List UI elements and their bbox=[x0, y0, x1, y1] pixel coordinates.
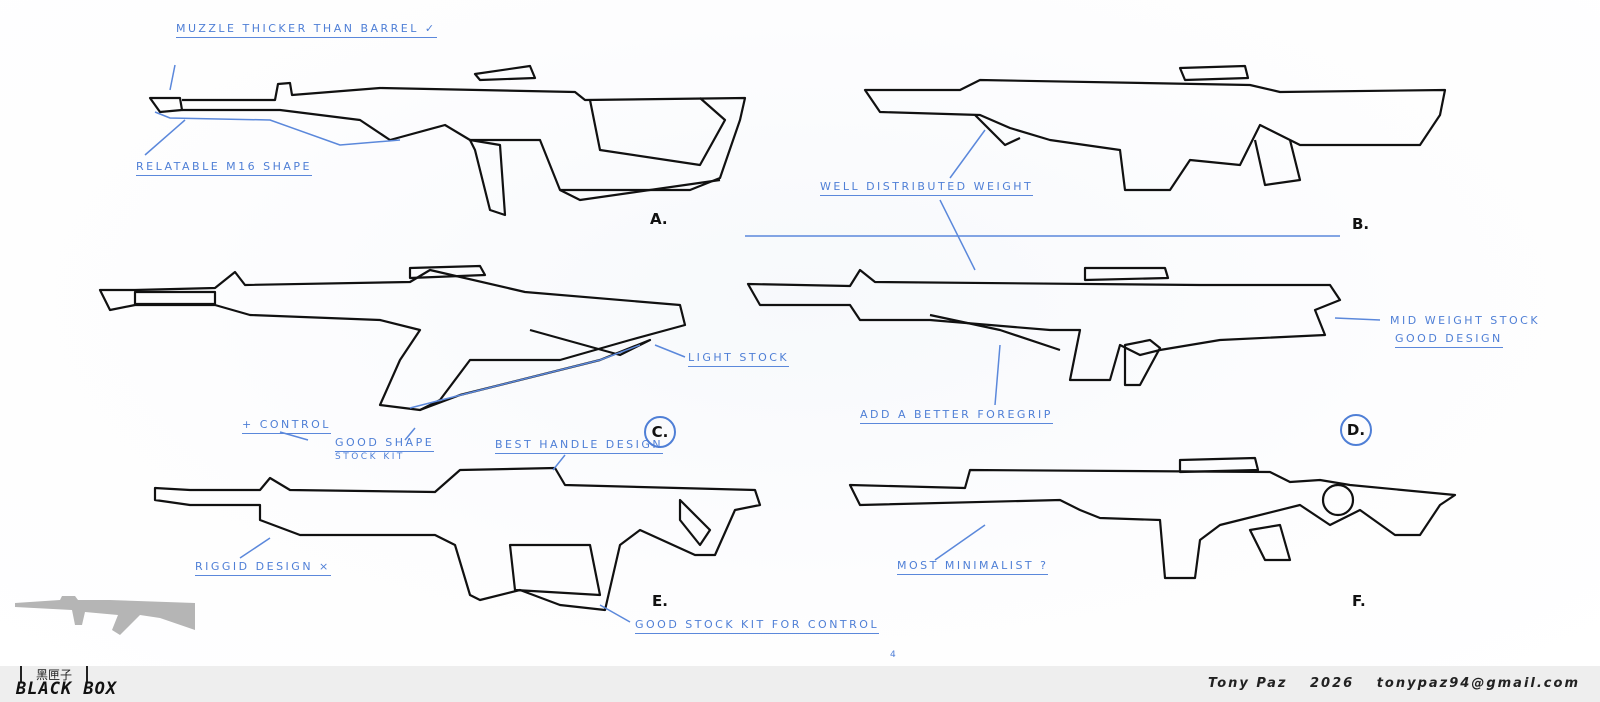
design-label-e: E. bbox=[652, 592, 668, 610]
note-c-control: + Control bbox=[242, 418, 331, 434]
note-d-stock: Mid weight stock bbox=[1390, 314, 1541, 327]
weapon-sketch-d bbox=[746, 266, 1342, 387]
note-f-minimalist: Most minimalist ? bbox=[897, 559, 1049, 575]
page-number: 4 bbox=[890, 650, 896, 660]
footer-bar: 黑匣子 BLACK BOX Tony Paz 2026 tonypaz94@gm… bbox=[0, 666, 1600, 702]
design-label-d: D. bbox=[1340, 414, 1372, 446]
note-a-muzzle: Muzzle thicker than barrel ✓ bbox=[176, 22, 437, 38]
weapon-sketch-a bbox=[148, 64, 747, 217]
author-name: Tony Paz bbox=[1208, 676, 1288, 691]
note-e-riggid: Riggid design × bbox=[195, 560, 331, 576]
weapon-sketch-f bbox=[848, 456, 1457, 580]
author-email: tonypaz94@gmail.com bbox=[1376, 676, 1580, 691]
weapon-sketch-e bbox=[153, 466, 762, 612]
credits: Tony Paz 2026 tonypaz94@gmail.com bbox=[1192, 676, 1580, 691]
note-b-weight: Well distributed weight bbox=[820, 180, 1034, 196]
note-d-good-design: Good design bbox=[1395, 332, 1503, 348]
design-label-f: F. bbox=[1352, 592, 1366, 610]
note-a-m16-shape: Relatable M16 shape bbox=[136, 160, 313, 176]
design-label-a: A. bbox=[650, 210, 668, 228]
m16-reference-icon bbox=[15, 596, 195, 635]
year: 2026 bbox=[1310, 676, 1355, 691]
weapon-sketch-b bbox=[863, 64, 1447, 192]
note-c-stock-kit: Stock kit bbox=[335, 452, 405, 462]
design-label-b: B. bbox=[1352, 215, 1370, 233]
note-e-handle: Best handle design bbox=[495, 438, 664, 454]
sketch-sheet: Muzzle thicker than barrel ✓ Relatable M… bbox=[0, 0, 1600, 666]
logo-chinese: 黑匣子 bbox=[20, 666, 89, 683]
note-e-stock-kit: Good stock kit for control bbox=[635, 618, 880, 634]
design-label-c: C. bbox=[644, 416, 676, 448]
annotation-leader-lines bbox=[144, 64, 1381, 623]
weapon-sketches bbox=[15, 64, 1457, 635]
weapon-sketch-c bbox=[98, 264, 687, 412]
note-c-light-stock: Light stock bbox=[688, 351, 790, 367]
note-c-good-shape: Good shape bbox=[335, 436, 435, 452]
logo-black-box: BLACK BOX bbox=[16, 679, 118, 699]
note-d-foregrip: Add a better foregrip bbox=[860, 408, 1053, 424]
